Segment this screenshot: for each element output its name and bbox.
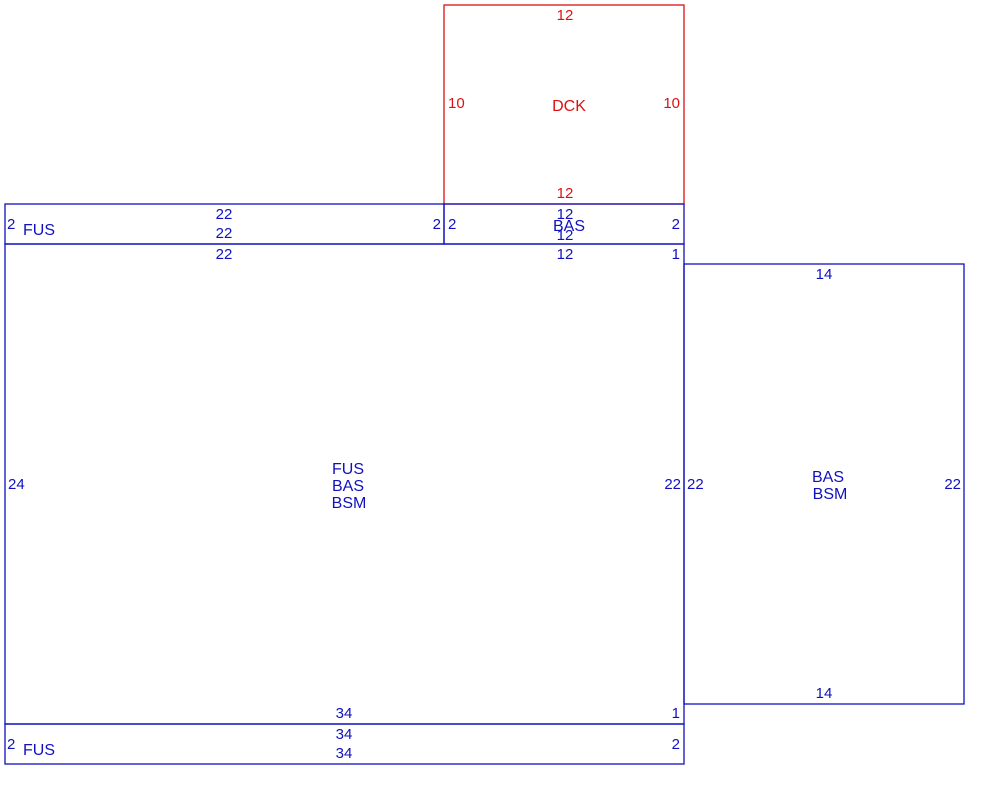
- lower-strip-top-dimension: 34: [336, 726, 353, 743]
- main-area-label-line-1: FUS: [332, 461, 364, 478]
- upper-left-strip-left-dimension: 2: [7, 216, 15, 233]
- main-area-left-dimension: 24: [8, 476, 25, 493]
- lower-strip-area: FUS 2 2 34 34: [4, 723, 685, 765]
- deck-label: DCK: [552, 98, 586, 115]
- upper-left-strip-top-dimension: 22: [216, 206, 233, 223]
- right-wing-area: BAS BSM 14 14 22 22: [683, 263, 965, 705]
- main-area-top-right-dimension: 12: [557, 246, 574, 263]
- main-area-label-line-2: BAS: [332, 478, 364, 495]
- upper-left-strip-right-dimension: 2: [433, 216, 441, 233]
- main-area-label-line-3: BSM: [332, 495, 367, 512]
- deck-left-dimension: 10: [448, 95, 465, 112]
- main-area: FUS BAS BSM 22 12 1 24 22 34 1: [4, 243, 685, 725]
- lower-strip-label: FUS: [23, 742, 55, 759]
- upper-right-strip-label: BAS: [553, 218, 585, 235]
- main-area-bottom-corner-dimension: 1: [672, 705, 680, 722]
- main-area-top-left-dimension: 22: [216, 246, 233, 263]
- main-area-bottom-dimension: 34: [336, 705, 353, 722]
- main-area-top-corner-dimension: 1: [672, 246, 680, 263]
- upper-right-strip-top-dimension: 12: [557, 206, 574, 223]
- right-wing-top-dimension: 14: [816, 266, 833, 283]
- upper-left-strip-area: FUS 2 2 22 22: [4, 203, 445, 245]
- upper-left-strip-bottom-dimension: 22: [216, 225, 233, 242]
- lower-strip-outline: [4, 723, 685, 765]
- right-wing-label-line-2: BSM: [813, 486, 848, 503]
- right-wing-outline: [683, 263, 965, 705]
- right-wing-label-line-1: BAS: [812, 469, 844, 486]
- deck-bottom-dimension: 12: [557, 185, 574, 202]
- upper-right-strip-left-dimension: 2: [448, 216, 456, 233]
- right-wing-left-dimension: 22: [687, 476, 704, 493]
- upper-right-strip-right-dimension: 2: [672, 216, 680, 233]
- upper-left-strip-label: FUS: [23, 222, 55, 239]
- right-wing-bottom-dimension: 14: [816, 685, 833, 702]
- lower-strip-left-dimension: 2: [7, 736, 15, 753]
- lower-strip-right-dimension: 2: [672, 736, 680, 753]
- deck-top-dimension: 12: [557, 7, 574, 24]
- deck-right-dimension: 10: [663, 95, 680, 112]
- lower-strip-bottom-dimension: 34: [336, 745, 353, 762]
- main-area-right-dimension: 22: [664, 476, 681, 493]
- upper-right-strip-area: BAS 2 2 12 12: [443, 203, 685, 245]
- right-wing-right-dimension: 22: [944, 476, 961, 493]
- upper-right-strip-bottom-dimension: 12: [557, 227, 574, 244]
- deck-area: DCK 12 12 10 10: [443, 4, 685, 205]
